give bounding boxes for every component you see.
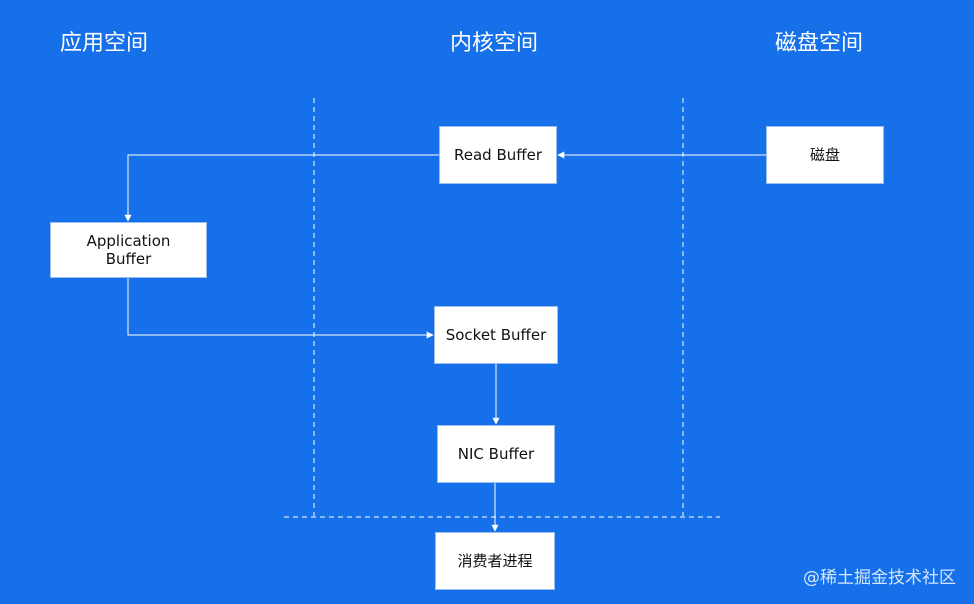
node-disk: 磁盘 <box>766 126 884 184</box>
node-socket-buffer: Socket Buffer <box>434 306 558 364</box>
node-nic-buffer: NIC Buffer <box>437 425 555 483</box>
node-consumer-label: 消费者进程 <box>457 552 533 570</box>
heading-kernel-space: 内核空间 <box>450 31 539 56</box>
heading-disk-space: 磁盘空间 <box>775 31 864 56</box>
node-read-buffer: Read Buffer <box>439 126 557 184</box>
heading-app-space: 应用空间 <box>60 31 149 56</box>
node-socket-buffer-label: Socket Buffer <box>445 326 547 344</box>
watermark: @稀土掘金技术社区 <box>803 568 956 588</box>
node-disk-label: 磁盘 <box>809 146 840 164</box>
node-read-buffer-label: Read Buffer <box>454 146 542 164</box>
node-nic-buffer-label: NIC Buffer <box>457 445 535 463</box>
edge-read-buffer-to-app-buffer <box>124 154 439 222</box>
edge-app-buffer-to-socket-buffer <box>127 278 434 339</box>
node-consumer-process: 消费者进程 <box>435 532 555 590</box>
node-app-buffer-label-line2: Buffer <box>105 250 152 268</box>
node-app-buffer-label-line1: Application <box>86 232 171 250</box>
node-application-buffer: Application Buffer <box>50 222 207 278</box>
